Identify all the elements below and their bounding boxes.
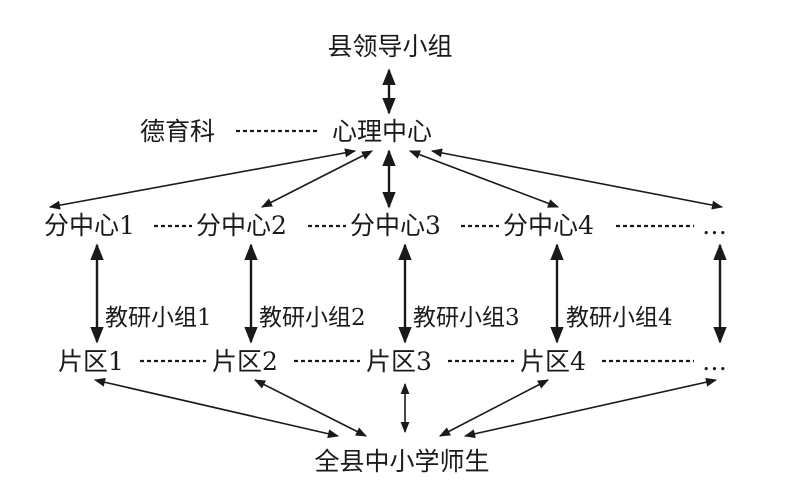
node-district-more: … [702, 347, 727, 376]
node-moral-dept: 德育科 [140, 117, 215, 146]
node-district-1: 片区1 [58, 347, 124, 376]
edge-district1-all [93, 377, 340, 439]
research-group-1: 教研小组1 [105, 305, 212, 331]
edge-psych-sub4 [408, 150, 560, 208]
node-sub-center-2: 分中心2 [196, 211, 287, 240]
node-all-students-teachers: 全县中小学师生 [314, 447, 489, 476]
research-group-2: 教研小组2 [259, 305, 366, 331]
node-leader-group: 县领导小组 [327, 32, 452, 61]
node-sub-center-4: 分中心4 [503, 211, 594, 240]
edge-psych-sub5 [430, 148, 724, 210]
edge-psych-sub1 [48, 148, 357, 210]
node-district-4: 片区4 [520, 347, 586, 376]
edge-district2-all [254, 379, 367, 437]
edge-district4-all [439, 379, 549, 437]
node-district-2: 片区2 [212, 347, 278, 376]
edge-district5-all [463, 377, 718, 439]
node-sub-center-3: 分中心3 [350, 211, 441, 240]
node-sub-center-more: … [702, 211, 727, 240]
node-sub-center-1: 分中心1 [44, 211, 135, 240]
node-psych-center: 心理中心 [332, 117, 432, 146]
edge-psych-sub2 [261, 150, 373, 208]
research-group-3: 教研小组3 [413, 305, 520, 331]
node-district-3: 片区3 [366, 347, 432, 376]
research-group-4: 教研小组4 [566, 305, 673, 331]
